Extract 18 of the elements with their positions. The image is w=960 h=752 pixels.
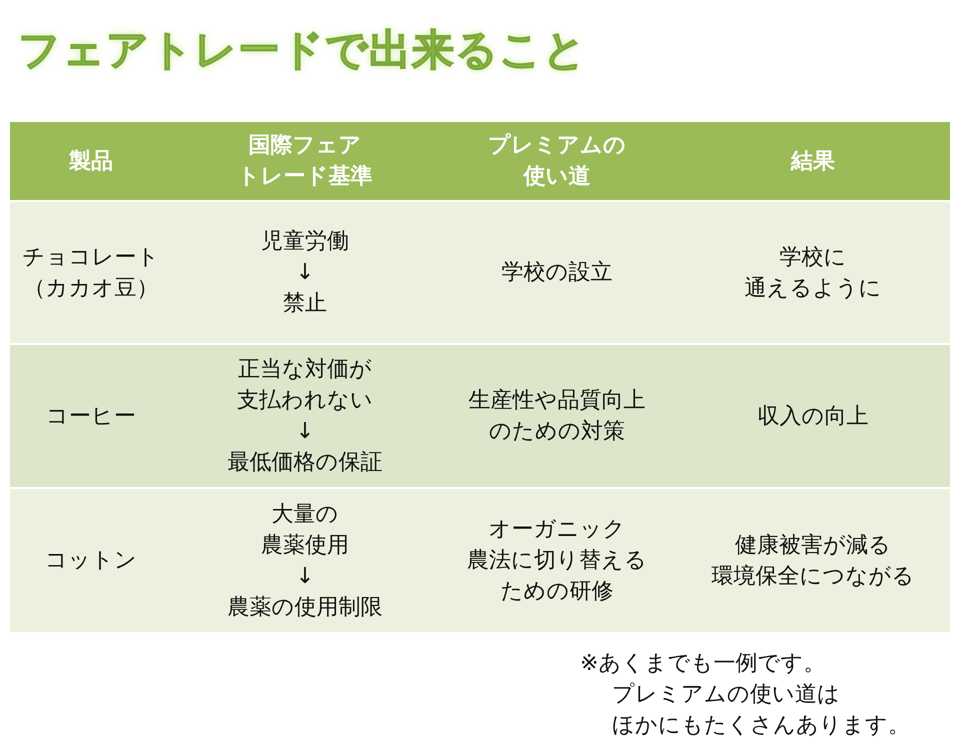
table-text: 収入の向上 — [758, 402, 868, 430]
table-text: 生産性や品質向上のための対策 — [468, 387, 646, 446]
table-text: オーガニック農法に切り替えるための研修 — [467, 516, 647, 606]
table-text: 正当な対価が支払われない↓最低価格の保証 — [228, 356, 382, 477]
table-text: 学校に通えるように — [744, 244, 882, 302]
table-text: 児童労働↓禁止 — [261, 228, 349, 318]
table-text: 健康被害が減る環境保全につながる — [712, 532, 914, 590]
footnote: ※あくまでも一例です。プレミアムの使い道はほかにもたくさんあります。 — [580, 650, 910, 740]
column-header: 製品 — [69, 148, 113, 176]
column-header: 結果 — [791, 148, 835, 176]
column-header: プレミアムの使い道 — [488, 132, 626, 191]
table-text: コットン — [45, 547, 137, 575]
table-text: 大量の農薬使用↓農薬の使用制限 — [228, 500, 382, 622]
table-text: コーヒー — [46, 402, 136, 430]
table-text: チョコレート（カカオ豆） — [22, 244, 160, 302]
table-text: 学校の設立 — [502, 259, 612, 287]
title: フェアトレードで出来ること — [18, 24, 587, 76]
column-header: 国際フェアトレード基準 — [238, 132, 372, 191]
